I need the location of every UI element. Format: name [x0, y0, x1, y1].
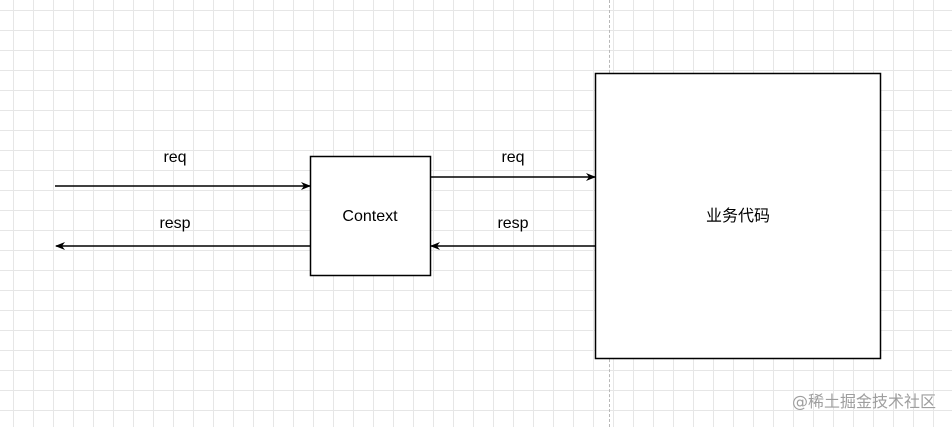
context-node-label: Context [342, 208, 398, 225]
watermark-text: @稀土掘金技术社区 [792, 392, 936, 411]
context-node[interactable] [309, 155, 432, 277]
outer-request-label: req [163, 149, 186, 166]
business-code-node-label: 业务代码 [706, 207, 770, 225]
inner-request-label: req [501, 149, 524, 166]
outer-response-label: resp [159, 215, 190, 232]
inner-response-label: resp [497, 215, 528, 232]
business-code-node[interactable] [594, 72, 882, 360]
